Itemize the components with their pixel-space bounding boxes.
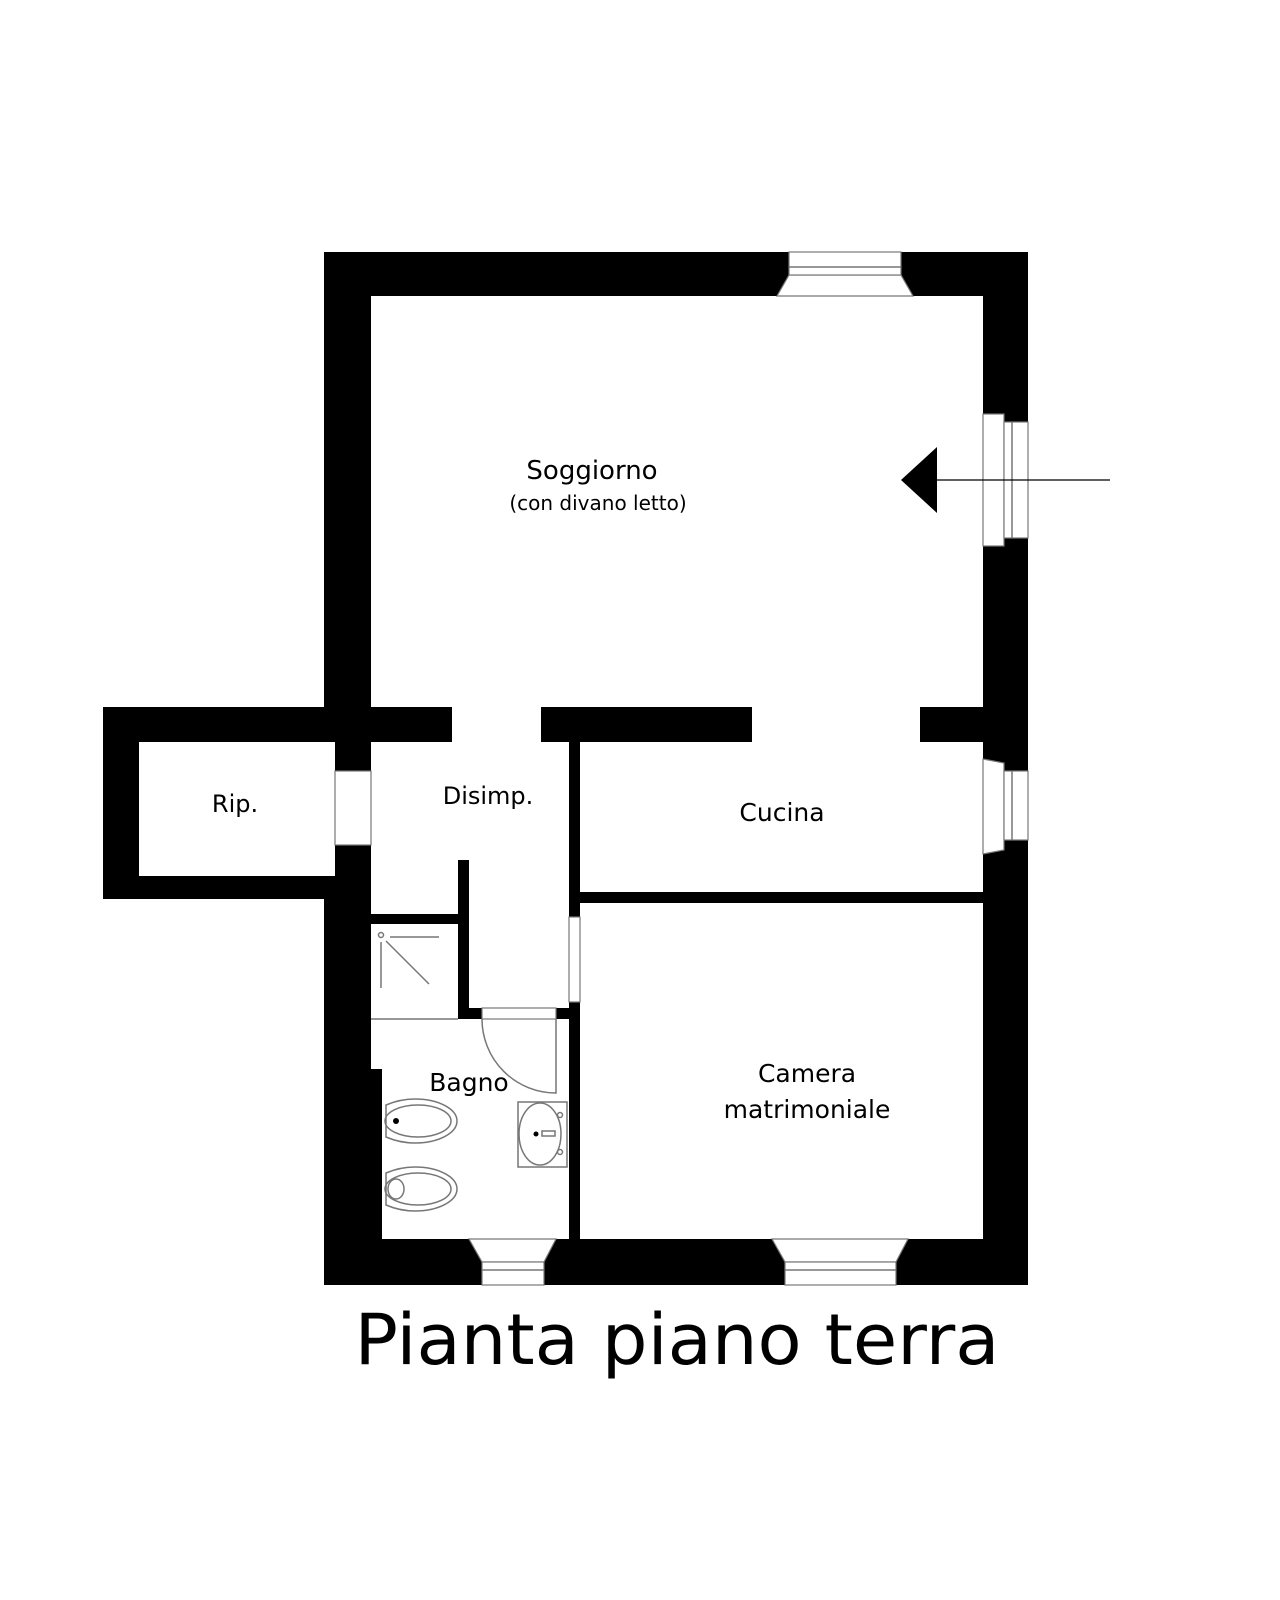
wall-top xyxy=(324,252,1028,296)
openings xyxy=(334,251,1029,1286)
bagno-door-frame xyxy=(481,1007,557,1020)
walls xyxy=(103,252,1028,1285)
camera-sliding-door xyxy=(568,916,581,1003)
wall-left-upper xyxy=(324,252,371,742)
wall-rip-bottom xyxy=(103,876,335,899)
label-camera-1: Camera xyxy=(758,1059,856,1088)
label-rip: Rip. xyxy=(212,790,258,818)
bagno-door-swing xyxy=(481,1018,557,1094)
wall-disimp-stub xyxy=(458,860,469,1019)
wall-cucina-bottom xyxy=(580,892,983,903)
wall-bagno-left-thick xyxy=(371,1069,382,1239)
window-cucina-right xyxy=(982,758,1029,855)
label-camera-2: matrimoniale xyxy=(724,1095,891,1124)
label-disimp: Disimp. xyxy=(443,782,534,810)
bidet-icon xyxy=(384,1098,458,1144)
wall-mid-a xyxy=(103,707,452,742)
room-labels: Soggiorno (con divano letto) Rip. Disimp… xyxy=(212,456,891,1124)
wall-rip-left xyxy=(103,707,139,899)
wall-bagno-top-a xyxy=(458,1008,482,1019)
wall-bottom xyxy=(324,1239,1028,1285)
plan-title: Pianta piano terra xyxy=(355,1299,1000,1381)
wall-mid-c xyxy=(920,707,983,742)
window-bagno-bottom xyxy=(467,1238,557,1286)
wall-shower-top xyxy=(371,914,458,924)
entrance-arrow-icon xyxy=(901,447,1110,513)
wall-bagno-top-b xyxy=(556,1008,569,1019)
fixtures xyxy=(377,931,568,1212)
sink-icon xyxy=(517,1101,568,1168)
label-bagno: Bagno xyxy=(429,1068,508,1097)
rip-door xyxy=(334,770,372,846)
label-soggiorno: Soggiorno xyxy=(526,456,657,486)
label-cucina: Cucina xyxy=(739,798,824,827)
wall-mid-b xyxy=(541,707,752,742)
wall-left-lower xyxy=(324,876,371,1285)
label-soggiorno-note: (con divano letto) xyxy=(509,491,686,515)
toilet-icon xyxy=(384,1166,458,1212)
shower-icon xyxy=(377,931,439,988)
window-top xyxy=(775,251,915,297)
window-camera-bottom xyxy=(770,1238,909,1286)
